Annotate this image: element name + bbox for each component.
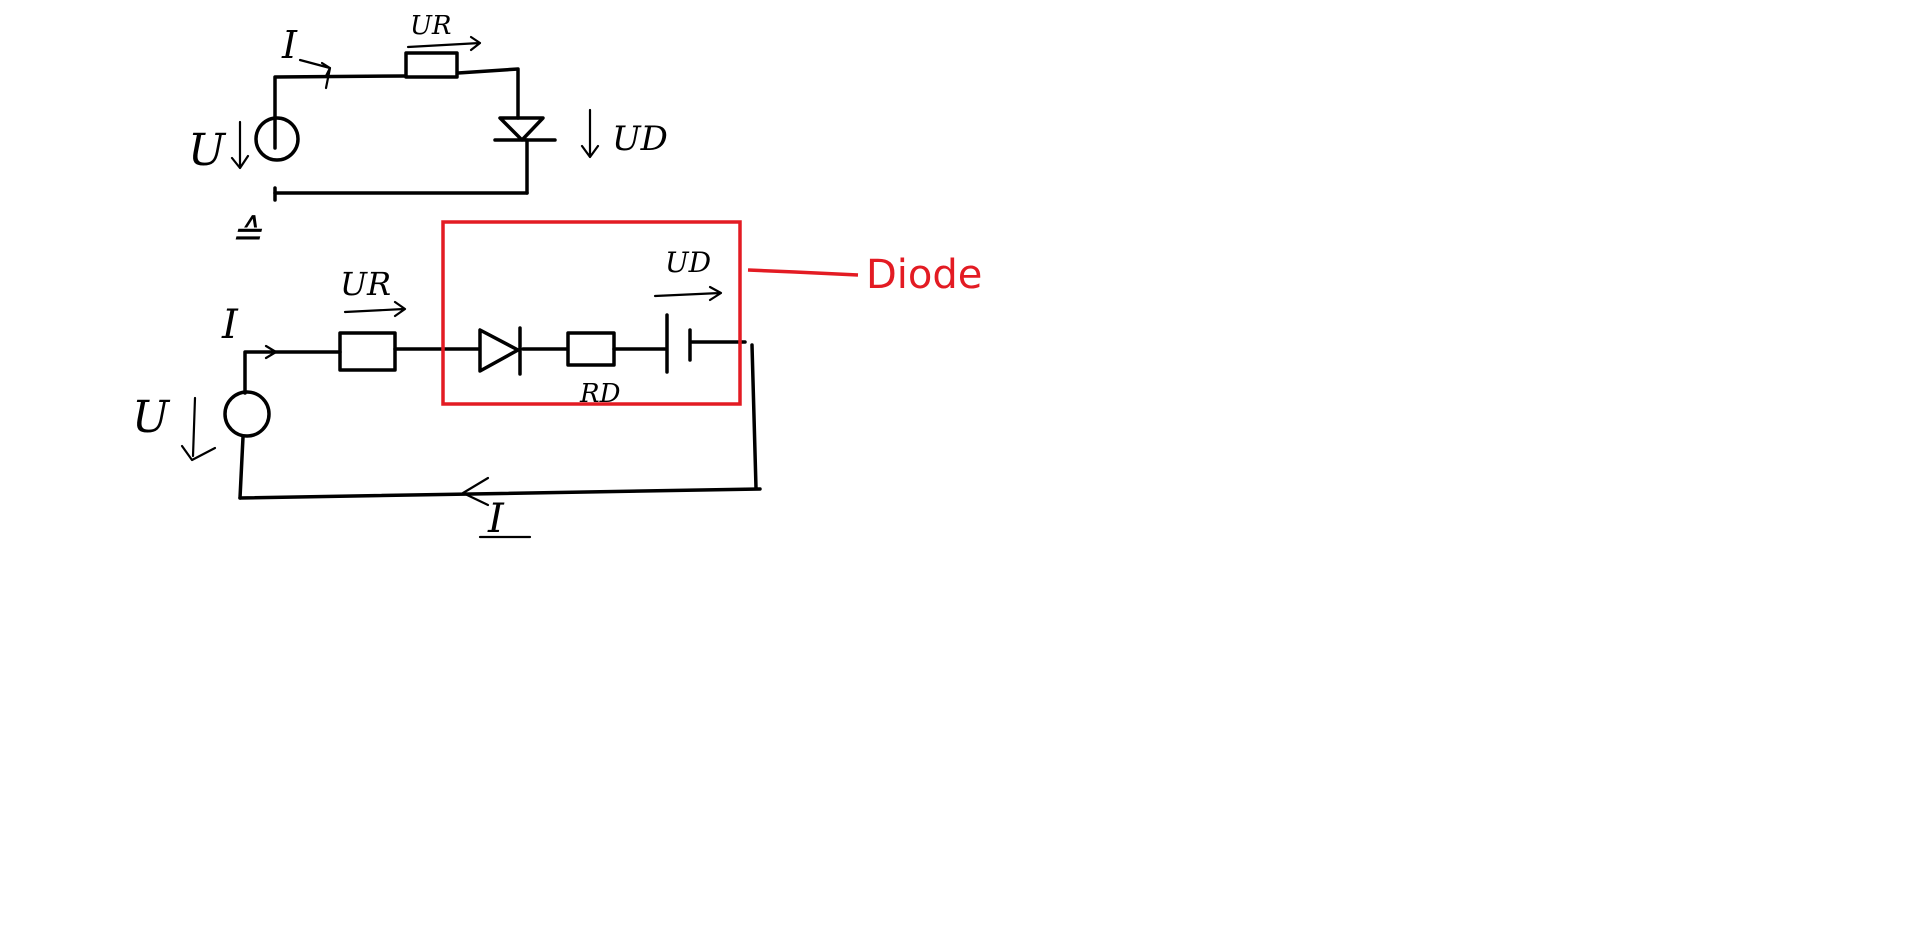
bottom-rd-resistor: [566, 331, 616, 367]
bottom-ur-arrow: [343, 300, 407, 318]
top-ud-arrow: [580, 108, 600, 159]
bottom-current-label-top: I: [221, 302, 239, 348]
top-source-label: U: [188, 125, 227, 176]
top-circuit: I UR U UD: [188, 11, 668, 202]
bottom-resistor: [338, 331, 397, 372]
top-ud-label: UD: [612, 119, 668, 159]
bottom-current-arrow-bottom: [461, 476, 490, 507]
bottom-battery: [665, 313, 692, 374]
bottom-wire-right: [750, 343, 758, 490]
bottom-ur-label: UR: [340, 265, 391, 303]
bottom-source-arrow: [180, 396, 217, 462]
top-ur-label: UR: [410, 11, 452, 41]
bottom-circuit: I I UR U RD UD: [132, 246, 762, 542]
top-voltage-source: [254, 116, 300, 162]
bottom-wire-left-down: [238, 435, 245, 500]
diode-highlight: Diode: [441, 220, 982, 406]
bottom-source-label: U: [132, 392, 171, 443]
top-wire-right: [456, 67, 520, 120]
bottom-current-label-bottom: I: [487, 496, 505, 542]
top-wire-left: [273, 74, 407, 202]
top-diode: [493, 116, 557, 142]
diode-box-label: Diode: [866, 252, 982, 298]
equivalence-symbol: ≙: [230, 211, 263, 255]
top-current-arrow: [298, 58, 332, 90]
bottom-current-arrow-top: [246, 344, 278, 360]
top-ur-arrow: [406, 35, 482, 52]
top-source-arrow: [230, 120, 250, 170]
diode-highlight-leader: [747, 268, 859, 277]
top-resistor: [404, 51, 459, 79]
bottom-wire-top-left: [243, 350, 342, 395]
diode-highlight-box: [441, 220, 742, 406]
bottom-diode: [478, 326, 522, 376]
top-current-label: I: [281, 23, 298, 67]
bottom-ud-label: UD: [665, 246, 711, 279]
bottom-wire-bottom: [238, 487, 762, 500]
bottom-voltage-source: [223, 390, 271, 438]
bottom-ud-arrow: [653, 285, 723, 302]
